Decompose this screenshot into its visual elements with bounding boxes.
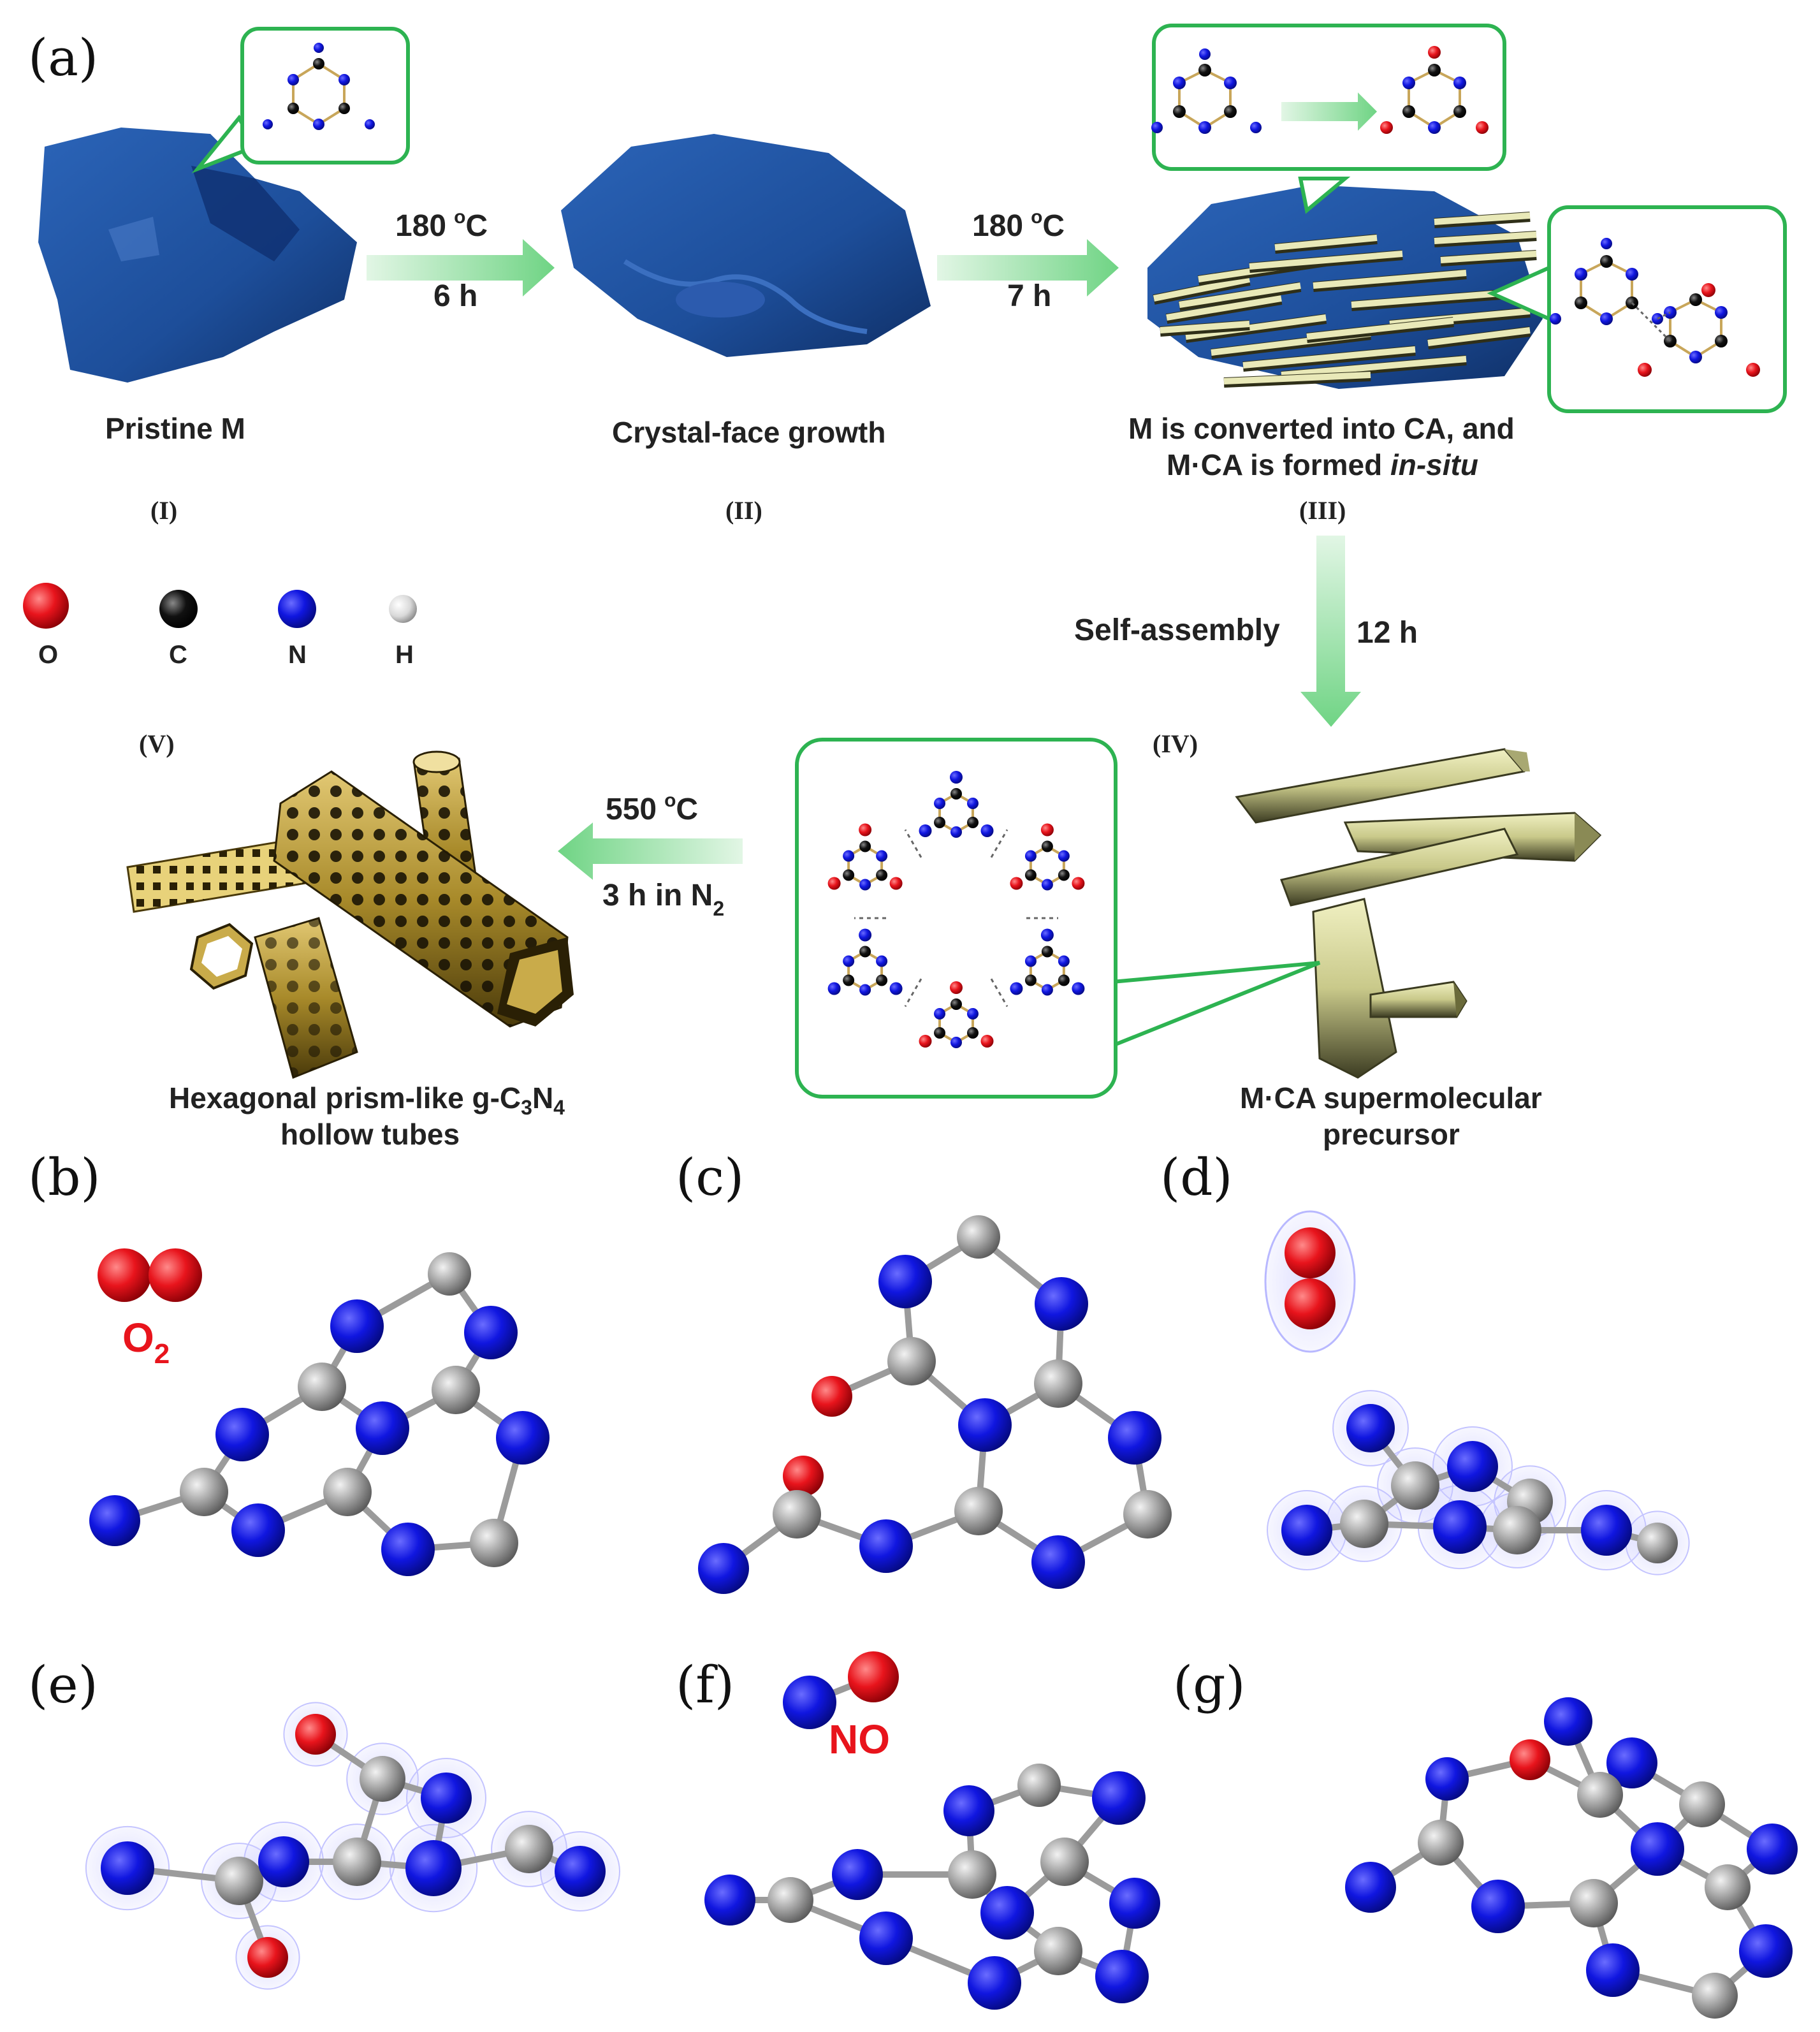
caption-tubes-line2: hollow tubes	[280, 1118, 460, 1151]
self-assembly-label: Self-assembly	[1074, 613, 1280, 647]
self-assembly-time: 12 h	[1357, 616, 1418, 650]
tube-large-diagonal	[273, 770, 574, 1028]
grown-crystal	[561, 134, 931, 357]
hydrogen-bonded-network-icon	[827, 771, 1085, 1048]
pristine-melamine-crystal	[38, 128, 357, 383]
legend-o-atom	[23, 583, 69, 629]
panel-b-o2-molecule: O2	[98, 1248, 202, 1370]
panel-f-heptazine	[704, 1764, 1160, 2010]
atom-legend: O C N H	[23, 583, 417, 669]
tube-short-standing	[254, 917, 358, 1079]
panel-d-heptazine-side-view	[1267, 1390, 1690, 1575]
legend-h-atom	[389, 595, 417, 623]
melamine-cyanurate-pair-icon	[1550, 238, 1760, 377]
panel-label-g: (g)	[1173, 1655, 1246, 1714]
panel-d-o2-adsorption	[1264, 1210, 1356, 1353]
stage-label-3: (III)	[1299, 496, 1346, 525]
melamine-molecule-icon	[263, 43, 375, 130]
legend-c-atom	[159, 590, 198, 628]
panel-label-d: (d)	[1160, 1148, 1233, 1207]
arrow-step1	[367, 239, 555, 296]
panel-e-charge-density	[85, 1702, 620, 1990]
caption-conversion-line1: M is converted into CA, and	[1128, 412, 1515, 445]
legend-n-atom	[278, 590, 316, 628]
stage-label-5: (V)	[139, 729, 175, 758]
crystal-with-ca-rods	[1147, 185, 1543, 389]
stage-label-4: (IV)	[1153, 729, 1198, 758]
panel-label-f: (f)	[676, 1655, 734, 1714]
svg-text:3 h in N2: 3 h in N2	[602, 879, 724, 920]
mca-pair-callout	[1487, 205, 1787, 413]
panel-label-b: (b)	[28, 1148, 101, 1207]
legend-o-label: O	[38, 641, 58, 669]
conversion-callout	[1151, 24, 1506, 214]
legend-h-label: H	[395, 641, 414, 669]
melamine-callout	[191, 27, 410, 173]
panel-g-no-adsorbed-heptazine	[1345, 1697, 1798, 2019]
panel-label-e: (e)	[28, 1655, 98, 1714]
caption-crystal-face-growth: Crystal-face growth	[612, 416, 885, 449]
panel-label-c: (c)	[676, 1148, 744, 1207]
caption-conversion-line2: M·CA is formed in-situ	[1167, 448, 1478, 481]
svg-text:NO: NO	[829, 1716, 890, 1762]
panel-f-no-molecule: NO	[783, 1651, 899, 1762]
arrow-self-assembly	[1300, 536, 1361, 727]
hexagonal-hollow-tubes	[126, 750, 574, 1079]
arrow-calcination	[558, 822, 743, 880]
mca-network-callout	[795, 738, 1321, 1099]
svg-text:7 h: 7 h	[1007, 279, 1051, 313]
caption-pristine-m: Pristine M	[105, 412, 245, 445]
legend-n-label: N	[288, 641, 307, 669]
caption-tubes-line1: Hexagonal prism-like g-C3N4	[169, 1081, 565, 1119]
arrow-step2	[937, 239, 1119, 296]
mca-supermolecular-rods	[1235, 748, 1602, 1079]
tube-ring	[189, 923, 254, 990]
svg-text:O2: O2	[122, 1315, 170, 1370]
caption-precursor-line2: precursor	[1323, 1118, 1460, 1151]
caption-precursor-line1: M·CA supermolecular	[1240, 1081, 1542, 1115]
melamine-to-cyanuric-icon	[1151, 46, 1489, 134]
panel-c-oxidized-heptazine	[698, 1215, 1172, 1594]
legend-c-label: C	[169, 641, 187, 669]
svg-text:6 h: 6 h	[433, 279, 477, 313]
panel-b-heptazine	[89, 1252, 550, 1576]
panel-label-a: (a)	[28, 28, 98, 87]
stage-label-1: (I)	[150, 496, 177, 525]
stage-label-2: (II)	[725, 496, 762, 525]
